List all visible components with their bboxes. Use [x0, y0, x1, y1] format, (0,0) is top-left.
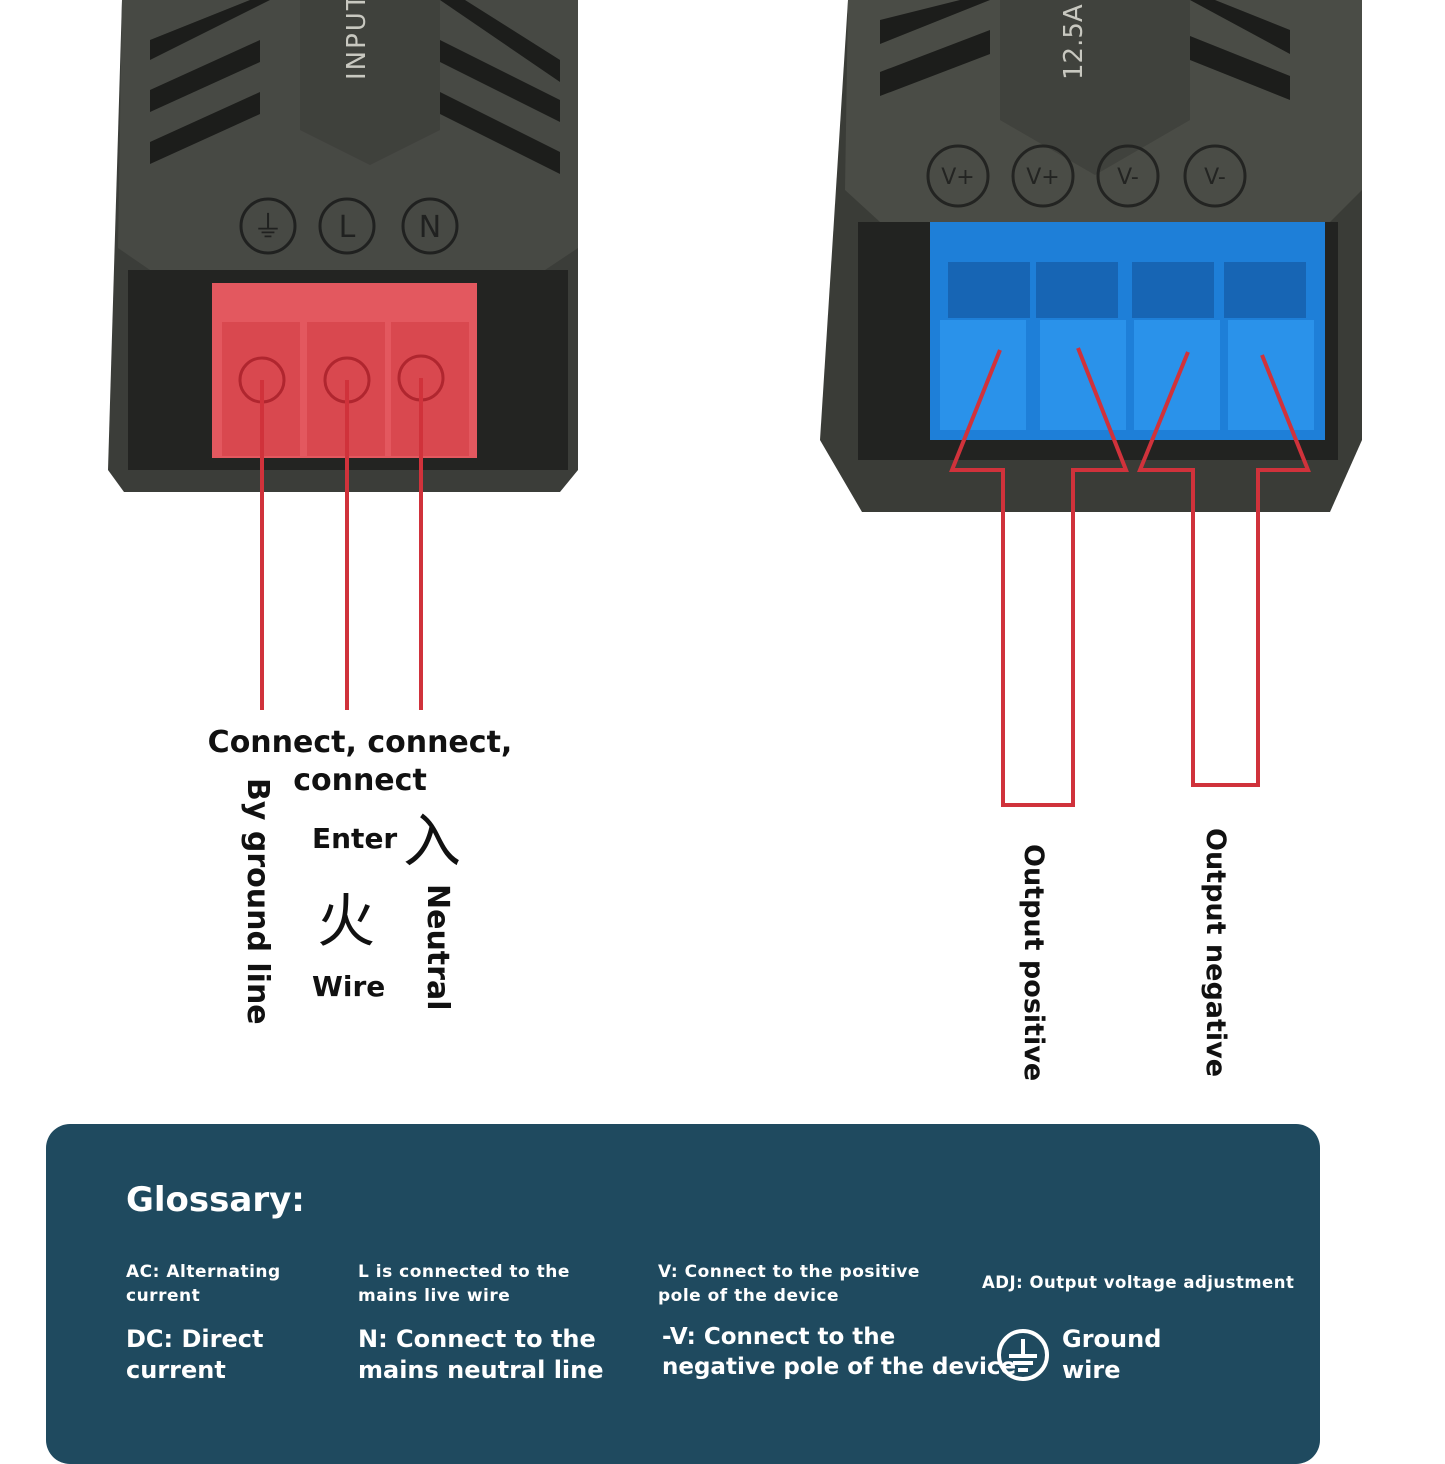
input-symbol-l: L: [339, 210, 356, 245]
glossary-title: Glossary:: [126, 1180, 305, 1220]
ground-line-label: By ground line: [240, 778, 275, 1025]
output-terminal-symbols: [926, 144, 1247, 208]
input-symbol-n: N: [419, 210, 441, 245]
output-power-supply: 12.5A V+ V+ V- V-: [820, 0, 1362, 807]
glossary-adj: ADJ: Output voltage adjustment: [982, 1273, 1295, 1292]
wire-label: Wire: [312, 970, 386, 1003]
output-symbol-3: V-: [1117, 165, 1139, 190]
output-positive-label: Output positive: [1018, 844, 1049, 1082]
connect-label-line1: Connect, connect,: [207, 725, 513, 760]
connect-label: Connect, connect, connect: [0, 724, 720, 800]
glossary-ac: AC: Alternating current: [126, 1262, 281, 1306]
input-symbol-ground: ⏚: [253, 210, 283, 245]
glossary-l: L is connected to the mains live wire: [358, 1262, 570, 1306]
connect-label-line2: connect: [293, 763, 427, 798]
output-negative-label: Output negative: [1200, 828, 1231, 1078]
fire-glyph: 火: [317, 887, 376, 955]
ground-icon: [997, 1329, 1049, 1381]
glossary-panel: Glossary: AC: Alternating current DC: Di…: [46, 1124, 1320, 1464]
glossary-dc: DC: Direct current: [126, 1325, 264, 1384]
output-symbol-1: V+: [941, 165, 974, 190]
output-symbol-4: V-: [1204, 165, 1226, 190]
output-case-text: 12.5A: [1059, 4, 1089, 80]
glossary-n: N: Connect to the mains neutral line: [358, 1325, 604, 1384]
input-terminal-symbols: [239, 197, 459, 255]
input-power-supply: INPUT ⏚ L N: [108, 0, 578, 710]
enter-glyph: 入: [403, 807, 462, 875]
enter-label: Enter: [312, 822, 398, 855]
output-lead-lines: [949, 347, 1311, 807]
glossary-neg-v: -V: Connect to the negative pole of the …: [662, 1324, 1017, 1380]
output-symbol-2: V+: [1026, 165, 1059, 190]
vent-slots-left: [150, 0, 560, 174]
neutral-label: Neutral: [420, 884, 455, 1011]
input-case-text: INPUT: [342, 0, 372, 80]
glossary-ground: Ground wire: [1062, 1325, 1162, 1384]
vent-slots-right: [880, 0, 1290, 100]
input-lead-lines: [260, 378, 423, 710]
glossary-v: V: Connect to the positive pole of the d…: [658, 1262, 920, 1306]
